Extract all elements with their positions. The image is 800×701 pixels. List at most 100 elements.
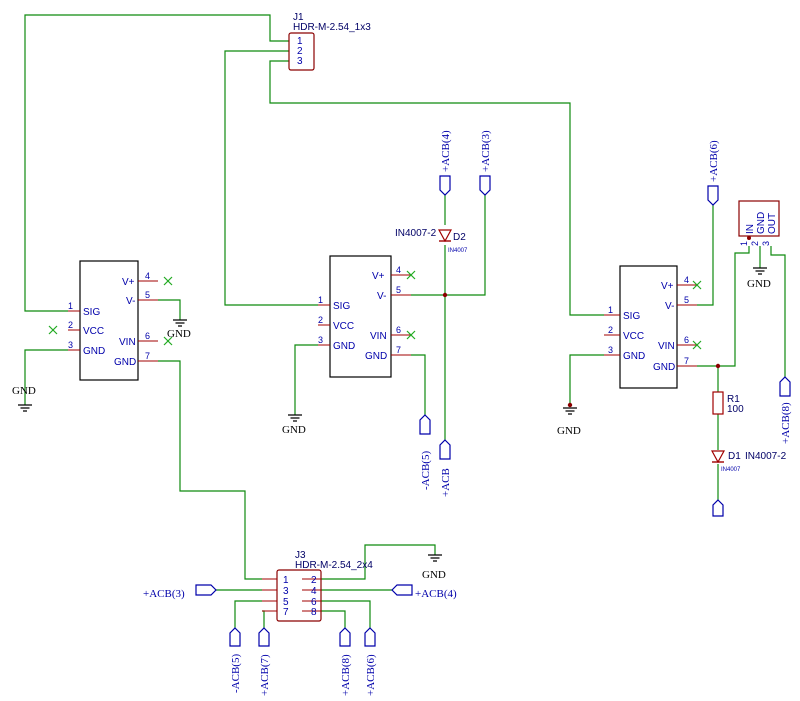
resistor-r1: R1 100 [712,391,744,415]
wire-gnd7-j3p1 [158,360,262,580]
port-acb5-j3: -ACB(5) [229,627,242,693]
regulator: IN GND OUT 1 2 3 [738,200,780,246]
left-vin-label: VIN [119,337,136,348]
ground-symbol-mid: GND [282,414,306,436]
net-label-acb6-right: +ACB(6) [708,140,720,182]
mid-gnd7-label: GND [365,351,387,362]
gnd-label-regulator: GND [747,278,771,290]
j1-ref: J1 [293,12,304,23]
r1-value: 100 [727,404,744,415]
net-label-acb4-j3: +ACB(4) [415,588,457,600]
reg-pin2: 2 [750,241,760,246]
junction-dot-right [715,363,721,369]
wire-j3p5-acb5 [234,600,262,628]
wire-j1p1-sig1 [24,14,289,312]
module-right-body [619,265,678,389]
junction-dot-mid [442,292,448,298]
module-right: SIG VCC GND V+ V- VIN GND 1 2 3 4 5 6 7 [604,265,702,389]
nc-marker-mid-vin [406,330,416,340]
right-gnd-label: GND [623,351,645,362]
left-vminus-label: V- [126,296,135,307]
mid-sig-label: SIG [333,301,350,312]
net-label-acb7-j3: +ACB(7) [259,654,271,696]
right-vplus-label: V+ [661,281,674,292]
j3-pin5: 5 [283,597,289,608]
module-middle: SIG VCC GND V+ V- VIN GND 1 2 3 4 5 6 7 [318,255,416,378]
left-sig-label: SIG [83,307,100,318]
wire-gnd7-acb5 [411,354,426,415]
mid-vplus-label: V+ [372,271,385,282]
left-gnd7-label: GND [114,357,136,368]
left-pin7-num: 7 [145,351,150,361]
wire-j1p2-sig2 [224,50,318,306]
net-label-acb-mid: +ACB [440,468,452,497]
j1-value: HDR-M-2.54_1x3 [293,22,371,33]
left-pin6-num: 6 [145,331,150,341]
net-label-acb3-top: +ACB(3) [480,130,492,172]
diode-d2: IN4007-2 D2 IN4007 [395,228,468,254]
mid-pin5-num: 5 [396,285,401,295]
d2-sub: IN4007 [448,248,468,254]
right-pin4-num: 4 [684,275,689,285]
left-pin4-num: 4 [145,271,150,281]
j1-pin1: 1 [297,36,303,47]
module-middle-body [329,255,392,378]
mid-gnd-label: GND [333,341,355,352]
net-label-acb3-j3: +ACB(3) [143,588,185,600]
left-gnd-label: GND [83,346,105,357]
ground-symbol-j3: GND [422,554,446,581]
reg-pin1: 1 [739,241,749,246]
wires [24,14,786,628]
right-pin7-num: 7 [684,356,689,366]
j3-pin6: 6 [311,597,317,608]
mid-vin-label: VIN [370,331,387,342]
nc-marker-left-vplus [163,276,173,286]
left-vplus-label: V+ [122,277,135,288]
net-label-acb4-top: +ACB(4) [440,130,452,172]
right-vcc-label: VCC [623,331,644,342]
connector-j3: J3 HDR-M-2.54_2x4 1 3 5 7 2 4 6 8 [262,550,373,622]
port-acb4-j3: +ACB(4) [391,584,457,600]
j3-pin2: 2 [311,575,317,586]
mid-pin3-num: 3 [318,335,323,345]
j1-pin2: 2 [297,46,303,57]
left-pin1-num: 1 [68,301,73,311]
j3-pin3: 3 [283,586,289,597]
wire-gnd-left [24,349,68,405]
reg-in-label: IN [745,224,756,234]
wire-gnd7-regin [697,246,750,367]
j3-pin7: 7 [283,607,289,618]
port-acb3-j3: +ACB(3) [143,584,217,600]
wire-j3p6-acb6 [302,600,371,628]
mid-vminus-label: V- [377,291,386,302]
port-acb8-j3: +ACB(8) [339,627,352,696]
mid-pin7-num: 7 [396,345,401,355]
junction-dot-reg [747,236,751,240]
ground-symbol-regulator: GND [747,267,771,290]
right-vin-label: VIN [658,341,675,352]
left-pin3-num: 3 [68,340,73,350]
right-sig-label: SIG [623,311,640,322]
wire-j1p3-sig3 [269,60,604,316]
mid-pin2-num: 2 [318,315,323,325]
port-acb5-mid: -ACB(5) [419,414,432,490]
d1-ref: D1 [728,451,741,462]
net-label-acb8-j3: +ACB(8) [340,654,352,696]
gnd-label-mid: GND [282,424,306,436]
j3-pin1: 1 [283,575,289,586]
gnd-label-j3: GND [422,569,446,581]
port-d1-bottom [712,499,724,517]
wire-reg-out [770,246,786,377]
mid-pin6-num: 6 [396,325,401,335]
mid-pin4-num: 4 [396,265,401,275]
nc-marker-left-vin [163,336,173,346]
net-label-acb6-j3: +ACB(6) [365,654,377,696]
j3-pin8: 8 [311,607,317,618]
port-acb8-right: +ACB(8) [779,376,792,444]
wire-vminus-acb3 [411,195,486,296]
port-acb3-top: +ACB(3) [479,130,492,196]
right-pin6-num: 6 [684,335,689,345]
right-pin1-num: 1 [608,305,613,315]
port-acb7-j3: +ACB(7) [258,627,271,696]
